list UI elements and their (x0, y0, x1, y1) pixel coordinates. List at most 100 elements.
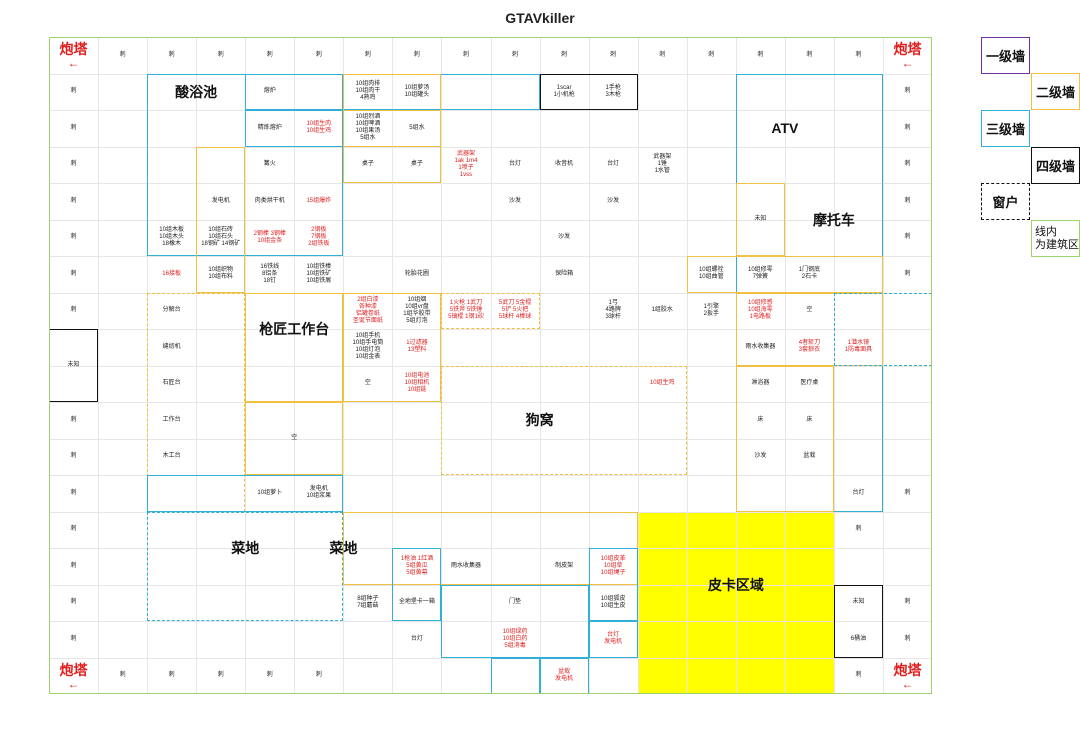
cell-label: 5组水 (409, 124, 425, 131)
grid-line (49, 475, 933, 476)
cell-label: 刺 (70, 307, 77, 314)
area-label: 菜地 (329, 540, 358, 556)
cell-label: 门垫 (509, 599, 522, 606)
turret-marker: 炮塔← (49, 658, 98, 695)
cell-label: 5武刀 5金棍 5铲 5火把 5球杆 4棒球 (498, 300, 532, 321)
cell-label: 台灯 (607, 161, 620, 168)
cell-label: 刺 (217, 51, 224, 58)
cell-label: 刺 (904, 124, 911, 131)
cell-label: 刺 (315, 672, 322, 679)
cell-label: 雨水收集器 (450, 562, 481, 569)
cell-label: 刺 (119, 51, 126, 58)
cell-label: 2钢板 7钢板 2组铁板 (308, 227, 330, 248)
cell-label: 刺 (904, 197, 911, 204)
cell-label: 精炼熔炉 (257, 124, 282, 131)
cell-label: 石匠台 (162, 380, 181, 387)
cell-label: 轮胎花圃 (404, 270, 429, 277)
cell-label: 分解台 (162, 307, 181, 314)
cell-label: 10组萝卜 (257, 489, 283, 496)
legend-item: 二级墙 (1031, 73, 1080, 110)
cell-label: 空 (364, 380, 371, 387)
grid-line (49, 256, 933, 257)
cell-label: 10组皮革 10组草 10组绳子 (600, 555, 626, 576)
cell-label: 刺 (806, 51, 813, 58)
cell-label: 床 (806, 416, 813, 423)
cell-label: 床 (757, 416, 764, 423)
cell-label: 台灯 发电机 (604, 632, 623, 646)
cell-label: 刺 (70, 197, 77, 204)
cell-label: 刺 (904, 234, 911, 241)
cell-label: 刺 (904, 270, 911, 277)
cell-label: 1枪油 1红酒 5组黄瓜 5组黄幕 (400, 555, 434, 576)
cell-label: 桌子 (410, 161, 423, 168)
cell-label: 保险箱 (555, 270, 574, 277)
cell-label: 刺 (708, 51, 715, 58)
grid-line (49, 511, 933, 513)
cell-label: 10组木板 10组木头 18橡木 (159, 227, 184, 248)
cell-label: 刺 (70, 453, 77, 460)
cell-label: 10组修感 10组海零 1电路板 (748, 300, 773, 321)
cell-label: 刺 (70, 234, 77, 241)
cell-label: 1手枪 3木枪 (605, 84, 621, 98)
grid-line (49, 183, 933, 184)
cell-label: 刺 (855, 51, 862, 58)
cell-label: 刺 (512, 51, 519, 58)
cell-label: 1弓 4路牌 3球杆 (605, 300, 621, 321)
cell-label: 刺 (70, 161, 77, 168)
grid-line (49, 146, 933, 148)
cell-label: 刺 (904, 161, 911, 168)
cell-label: 刺 (70, 489, 77, 496)
cell-label: 武器架 1ak 1m4 1喷子 1vss (454, 150, 478, 178)
area-label: 酸浴池 (175, 83, 218, 100)
area-label: 枪匠工作台 (259, 321, 330, 337)
cell-label: 10组萝汤 10组罐头 (404, 84, 430, 98)
legend-item: 一级墙 (981, 37, 1030, 74)
cell-label: 1潜水镜 1防毒面具 (844, 340, 873, 354)
cell-label: 未知 (754, 216, 767, 222)
cell-label: 1门钢底 2石卡 (798, 267, 821, 281)
cell-label: 10组铁棒 10组铁矿 10组铁屑 (306, 263, 332, 284)
cell-label: 刺 (119, 672, 126, 679)
cell-label: 4者斩刀 3套狼衣 (798, 340, 821, 354)
cell-label: 刺 (70, 635, 77, 642)
cell-label: 10组螺栓 10组曲管 (698, 267, 724, 281)
grid-line (49, 329, 933, 330)
area-label: 菜地 (231, 540, 260, 556)
area-label: 摩托车 (812, 211, 855, 228)
cell-label: 刺 (462, 51, 469, 58)
cell-label: 刺 (757, 51, 764, 58)
cell-label: 10组烈酒 10组啤酒 10组果汤 5组水 (355, 114, 381, 142)
wall-segment (490, 657, 540, 694)
cell-label: 1组胶水 (651, 307, 673, 314)
cell-label: 10组狐皮 10组生皮 (600, 595, 626, 609)
cell-label: 刺 (561, 51, 568, 58)
cell-label: 刺 (364, 51, 371, 58)
cell-label: 台灯 (852, 489, 865, 496)
cell-label: 篝火 (263, 161, 276, 168)
cell-label: 10组生鸡 (649, 380, 675, 387)
grid-line (49, 548, 933, 549)
arrow-left-icon: ← (901, 56, 914, 71)
cell-label: 雨水收集器 (745, 343, 776, 350)
cell-label: 刺 (217, 672, 224, 679)
cell-label: 10组石砖 10组石头 18钢矿 14钢矿 (201, 227, 241, 248)
grid-line (49, 110, 933, 111)
cell-label: 台灯 (509, 161, 522, 168)
cell-label: 6桶油 (850, 635, 867, 642)
cell-label: 刺 (610, 51, 617, 58)
cell-label: 工作台 (162, 416, 181, 423)
turret-marker: 炮塔← (49, 37, 98, 74)
cell-label: 10组手机 10组手电筒 10组灯泡 10组金表 (352, 333, 384, 361)
cell-label: 武器架 1锤 1水管 (653, 154, 672, 175)
cell-label: 盆栽 (803, 453, 816, 460)
cell-label: 发电机 10组浆果 (306, 486, 332, 500)
cell-label: 空 (806, 307, 813, 314)
cell-label: 刺 (855, 672, 862, 679)
cell-label: 发电机 (211, 197, 230, 204)
cell-label: 空 (291, 435, 298, 441)
cell-label: 刺 (659, 51, 666, 58)
turret-marker: 炮塔← (883, 658, 932, 695)
cell-label: 刺 (266, 51, 273, 58)
legend-item: 窗户 (981, 183, 1030, 220)
cell-label: 10组肉排 10组肉干 4熟鸡 (355, 81, 381, 102)
